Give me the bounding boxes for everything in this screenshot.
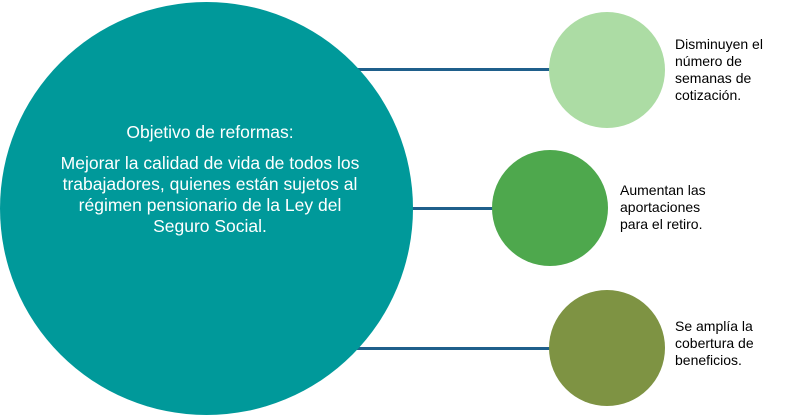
node-label-cobertura: Se amplía la cobertura de beneficios. bbox=[675, 318, 754, 368]
objective-circle: Objetivo de reformas: Mejorar la calidad… bbox=[0, 2, 413, 415]
node-label-semanas: Disminuyen el número de semanas de cotiz… bbox=[675, 36, 763, 103]
connector-middle bbox=[408, 207, 494, 210]
connector-top bbox=[352, 68, 550, 71]
objective-heading: Objetivo de reformas: bbox=[126, 122, 294, 142]
node-circle-semanas bbox=[549, 12, 665, 128]
node-label-aportaciones: Aumentan las aportaciones para el retiro… bbox=[620, 182, 706, 232]
node-circle-aportaciones bbox=[492, 150, 608, 266]
objective-text: Objetivo de reformas: Mejorar la calidad… bbox=[60, 122, 360, 237]
node-circle-cobertura bbox=[549, 290, 665, 406]
objective-body: Mejorar la calidad de vida de todos los … bbox=[60, 153, 360, 236]
connector-bottom bbox=[352, 347, 550, 350]
